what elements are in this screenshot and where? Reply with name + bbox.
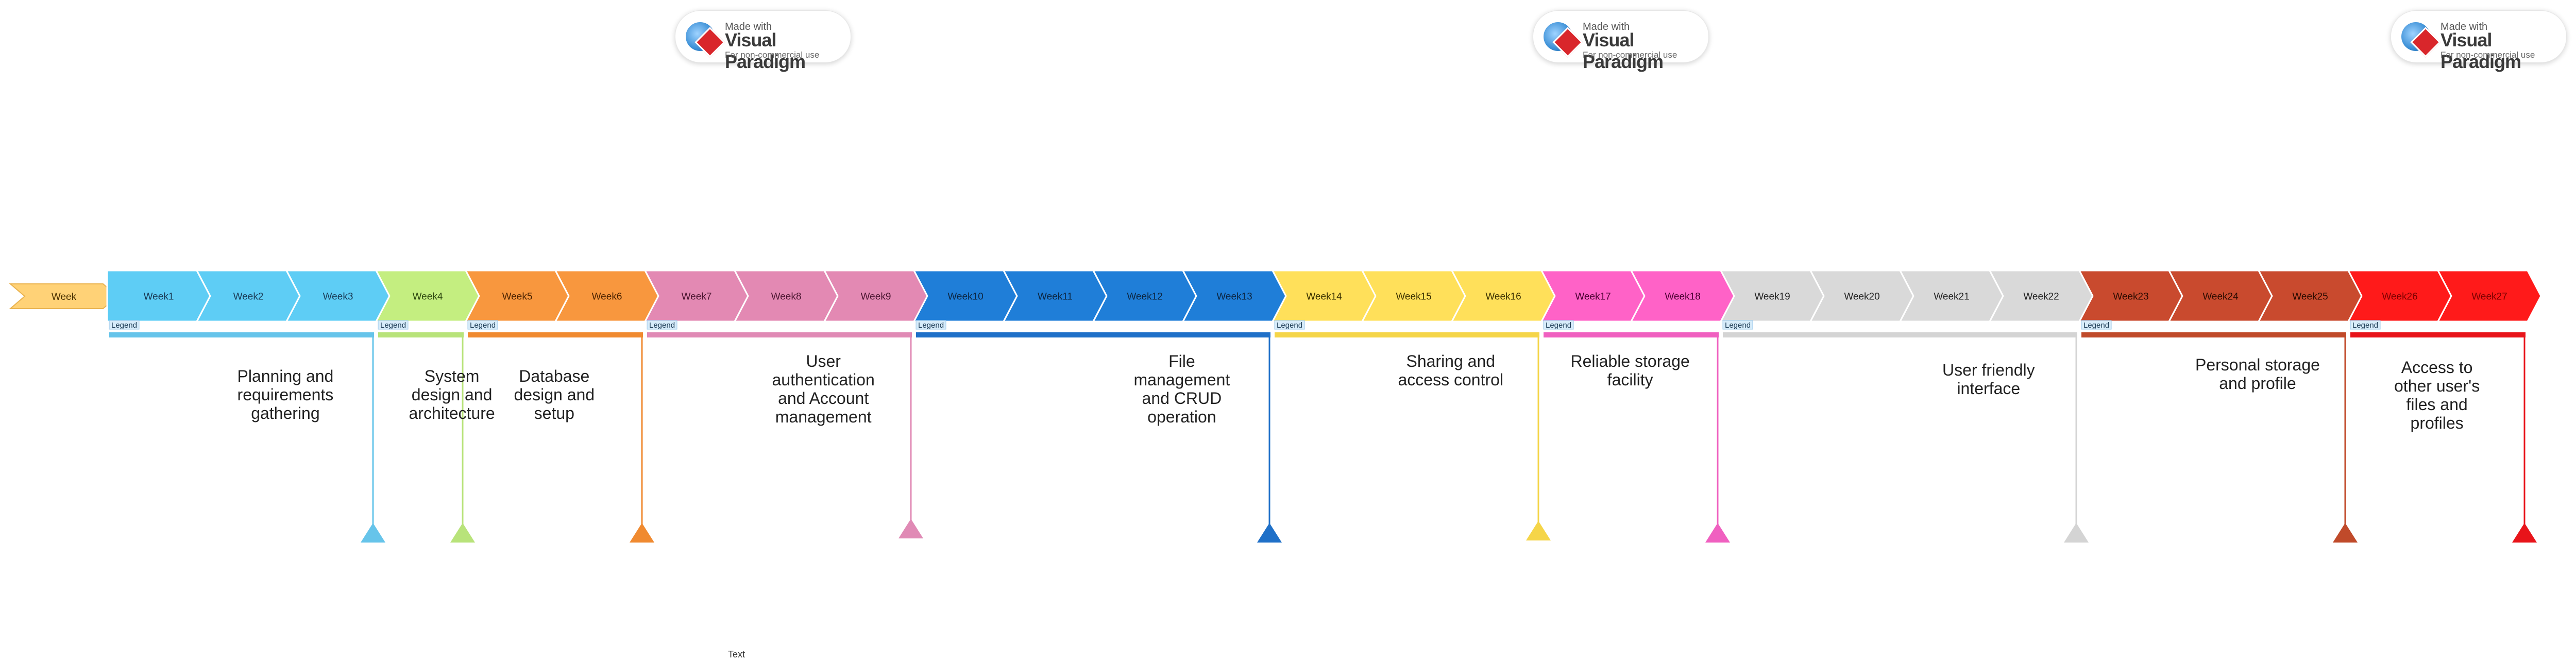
phase-bar bbox=[1723, 332, 2077, 337]
week-label: Week2 bbox=[233, 292, 264, 302]
watermark-1: Made with Visual Paradigm For non-commer… bbox=[675, 10, 851, 72]
phase-bar bbox=[109, 332, 374, 337]
week-label: Week4 bbox=[413, 292, 443, 302]
phase-bar bbox=[468, 332, 643, 337]
phase-bar bbox=[2350, 332, 2526, 337]
week-label: Week3 bbox=[323, 292, 353, 302]
legend-tag bbox=[2350, 320, 2381, 330]
week-label: Week22 bbox=[2023, 292, 2059, 302]
week-label: Week19 bbox=[1754, 292, 1790, 302]
phase-marker-triangle bbox=[361, 523, 385, 543]
legend-tag bbox=[2081, 320, 2112, 330]
week-label: Week14 bbox=[1306, 292, 1342, 302]
phase-bar bbox=[916, 332, 1270, 337]
watermark-made-with: Made with bbox=[1583, 21, 1630, 32]
week-label: Week18 bbox=[1665, 292, 1700, 302]
week-label: Week26 bbox=[2382, 292, 2417, 302]
week-label: Week16 bbox=[1485, 292, 1521, 302]
legend-tag bbox=[916, 320, 946, 330]
phase-marker-triangle bbox=[450, 523, 475, 543]
legend-label: Legend bbox=[111, 321, 137, 330]
phase-bar bbox=[1544, 332, 1719, 337]
week-label: Week5 bbox=[502, 292, 533, 302]
phase-marker-triangle bbox=[1526, 521, 1551, 540]
watermark-brand: Visual Paradigm bbox=[725, 29, 806, 72]
watermark-brand: Visual Paradigm bbox=[2441, 29, 2521, 72]
phase-marker-triangle bbox=[899, 519, 923, 538]
watermark-note: For non-commercial use bbox=[1583, 50, 1677, 60]
phase-bar bbox=[1275, 332, 1539, 337]
week-label: Week10 bbox=[947, 292, 983, 302]
week-chevron bbox=[2436, 269, 2542, 323]
legend-tag bbox=[1722, 320, 1753, 330]
phase-marker-triangle bbox=[2064, 523, 2089, 543]
legend-tag bbox=[378, 320, 409, 330]
week-label: Week13 bbox=[1216, 292, 1252, 302]
week-label: Week6 bbox=[592, 292, 622, 302]
week-label: Week1 bbox=[144, 292, 174, 302]
week-label: Week23 bbox=[2113, 292, 2148, 302]
legend-tag bbox=[1543, 320, 1574, 330]
watermark-brand: Visual Paradigm bbox=[1583, 29, 1664, 72]
week-label: Week9 bbox=[861, 292, 891, 302]
week-label: Week25 bbox=[2292, 292, 2328, 302]
week-label: Week27 bbox=[2471, 292, 2507, 302]
legend-tag bbox=[647, 320, 677, 330]
phase-bar bbox=[2081, 332, 2346, 337]
phase-marker-triangle bbox=[630, 523, 654, 543]
legend-label: Legend bbox=[649, 321, 675, 330]
legend-tag bbox=[1274, 320, 1305, 330]
legend-label: Legend bbox=[2083, 321, 2109, 330]
watermark-made-with: Made with bbox=[725, 21, 772, 32]
week-label: Week20 bbox=[1844, 292, 1879, 302]
week-label: Week24 bbox=[2202, 292, 2239, 302]
legend-tag bbox=[467, 320, 498, 330]
week-label: Week8 bbox=[771, 292, 802, 302]
watermark-3: Made with Visual Paradigm For non-commer… bbox=[2391, 10, 2567, 72]
phase-marker-triangle bbox=[1257, 523, 1282, 543]
week-header-label: Week bbox=[52, 292, 77, 302]
phase-bar bbox=[647, 332, 912, 337]
week-label: Week15 bbox=[1396, 292, 1431, 302]
watermark-note: For non-commercial use bbox=[725, 50, 820, 60]
legend-tag bbox=[109, 320, 140, 330]
legend-label: Legend bbox=[470, 321, 496, 330]
week-label: Week17 bbox=[1575, 292, 1611, 302]
legend-label: Legend bbox=[380, 321, 406, 330]
legend-label: Legend bbox=[918, 321, 944, 330]
week-header-arrow bbox=[9, 283, 118, 309]
watermark-2: Made with Visual Paradigm For non-commer… bbox=[1533, 10, 1709, 72]
watermark-note: For non-commercial use bbox=[2441, 50, 2535, 60]
legend-label: Legend bbox=[2352, 321, 2378, 330]
legend-label: Legend bbox=[1277, 321, 1302, 330]
phase-marker-triangle bbox=[1705, 523, 1730, 543]
legend-label: Legend bbox=[1725, 321, 1751, 330]
week-label: Week11 bbox=[1038, 292, 1073, 302]
phase-marker-triangle bbox=[2512, 523, 2537, 543]
watermark-made-with: Made with bbox=[2441, 21, 2488, 32]
footer-text: Text bbox=[728, 649, 745, 659]
week-label: Week21 bbox=[1934, 292, 1969, 302]
legend-label: Legend bbox=[1546, 321, 1571, 330]
phase-marker-triangle bbox=[2333, 523, 2358, 543]
week-label: Week12 bbox=[1127, 292, 1162, 302]
phase-bar bbox=[378, 332, 464, 337]
week-label: Week7 bbox=[682, 292, 712, 302]
